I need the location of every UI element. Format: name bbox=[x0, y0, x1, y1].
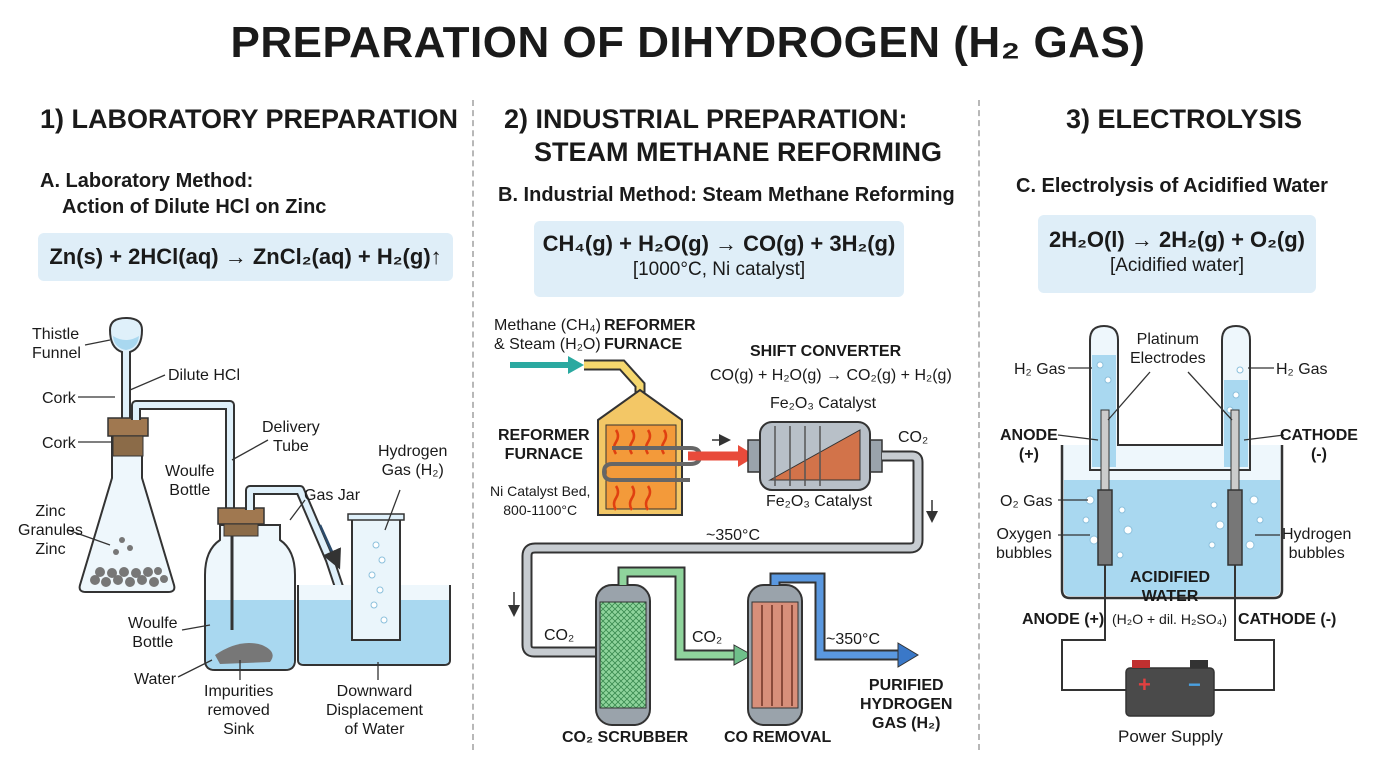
label-woulfe-bottle-2: Woulfe Bottle bbox=[128, 615, 178, 651]
cork-icon bbox=[107, 417, 149, 437]
lab-heading: 1) LABORATORY PREPARATION bbox=[40, 104, 459, 134]
section-divider-1 bbox=[472, 100, 474, 750]
label-anode-bottom: ANODE (+) bbox=[1022, 611, 1105, 628]
label-co-removal: CO REMOVAL bbox=[724, 729, 832, 746]
label-cathode: CATHODE (-) bbox=[1280, 427, 1358, 463]
label-water: Water bbox=[134, 671, 177, 688]
label-temp-1: ~350°C bbox=[706, 527, 760, 544]
industrial-equation: CH₄(g) + H₂O(g) → CO(g) + 3H₂(g) bbox=[542, 231, 896, 256]
lab-method-line1: A. Laboratory Method: bbox=[40, 170, 254, 192]
label-purified-hydrogen: PURIFIED HYDROGEN GAS (H₂) bbox=[860, 677, 953, 732]
label-reformer-furnace-top: REFORMER FURNACE bbox=[604, 317, 696, 353]
label-hydrogen-gas: Hydrogen Gas (H₂) bbox=[378, 443, 448, 479]
label-co2-right: CO₂ bbox=[898, 429, 929, 446]
label-cathode-bottom: CATHODE (-) bbox=[1238, 611, 1337, 628]
label-zinc-granules: Zinc Granules Zinc bbox=[18, 503, 83, 558]
industrial-process bbox=[508, 356, 938, 726]
lab-equation: Zn(s) + 2HCl(aq) → ZnCl₂(aq) + H₂(g)↑ bbox=[49, 244, 442, 269]
electrolysis-apparatus bbox=[1057, 324, 1285, 717]
battery-plus-sign: + bbox=[1138, 672, 1151, 697]
label-fe2o3-bottom: Fe₂O₃ Catalyst bbox=[766, 493, 873, 510]
label-shift-equation: CO(g) + H₂O(g) → CO₂(g) + H₂(g) bbox=[710, 367, 952, 384]
industrial-method: B. Industrial Method: Steam Methane Refo… bbox=[498, 184, 955, 206]
label-ni-catalyst-bed: Ni Catalyst Bed, 800-1100°C bbox=[490, 483, 591, 518]
industrial-equation-box: CH₄(g) + H₂O(g) → CO(g) + 3H₂(g) [1000°C… bbox=[534, 221, 904, 297]
label-temp-2: ~350°C bbox=[826, 631, 880, 648]
section-divider-2 bbox=[978, 100, 980, 750]
industrial-heading-line1: 2) INDUSTRIAL PREPARATION: bbox=[504, 104, 908, 134]
label-shift-converter: SHIFT CONVERTER bbox=[750, 343, 902, 360]
electrolysis-heading: 3) ELECTROLYSIS bbox=[1066, 104, 1303, 134]
label-platinum-electrodes: Platinum Electrodes bbox=[1130, 331, 1206, 367]
label-power-supply: Power Supply bbox=[1118, 727, 1223, 746]
label-anode: ANODE (+) bbox=[1000, 427, 1058, 463]
label-h2-gas-right: H₂ Gas bbox=[1276, 361, 1328, 378]
label-cork-2: Cork bbox=[42, 435, 76, 452]
label-h2-gas-left: H₂ Gas bbox=[1014, 361, 1066, 378]
label-o2-gas: O₂ Gas bbox=[1000, 493, 1053, 510]
label-cork-1: Cork bbox=[42, 390, 76, 407]
electrolysis-method: C. Electrolysis of Acidified Water bbox=[1016, 175, 1328, 197]
label-co2-scrubber: CO₂ SCRUBBER bbox=[562, 729, 689, 746]
label-co2-mid: CO₂ bbox=[692, 629, 723, 646]
electrolysis-equation-box: 2H₂O(l) → 2H₂(g) + O₂(g) [Acidified wate… bbox=[1038, 215, 1316, 293]
label-oxygen-bubbles: Oxygen bubbles bbox=[996, 526, 1053, 562]
label-woulfe-bottle-1: Woulfe Bottle bbox=[165, 463, 215, 499]
electrolysis-condition: [Acidified water] bbox=[1109, 255, 1245, 276]
electrolysis-equation: 2H₂O(l) → 2H₂(g) + O₂(g) bbox=[1048, 227, 1306, 252]
label-downward-displacement: Downward Displacement of Water bbox=[326, 683, 423, 738]
industrial-heading-line2: STEAM METHANE REFORMING bbox=[534, 137, 942, 167]
label-thistle-funnel: Thistle Funnel bbox=[32, 326, 81, 362]
label-methane-steam: Methane (CH₄) & Steam (H₂O) bbox=[494, 317, 602, 353]
page-title: PREPARATION OF DIHYDROGEN (H₂ GAS) bbox=[230, 18, 1146, 67]
label-reformer-furnace-left: REFORMER FURNACE bbox=[498, 427, 590, 463]
lab-equation-box: Zn(s) + 2HCl(aq) → ZnCl₂(aq) + H₂(g)↑ bbox=[38, 233, 453, 281]
label-solution: (H₂O + dil. H₂SO₄) bbox=[1112, 611, 1227, 627]
label-impurities: Impurities removed Sink bbox=[204, 683, 274, 738]
label-gas-jar: Gas Jar bbox=[304, 487, 361, 504]
label-fe2o3-top: Fe₂O₃ Catalyst bbox=[770, 395, 877, 412]
lab-method-line2: Action of Dilute HCl on Zinc bbox=[62, 196, 327, 218]
industrial-condition: [1000°C, Ni catalyst] bbox=[632, 259, 806, 280]
battery-icon bbox=[1125, 667, 1215, 717]
label-hydrogen-bubbles: Hydrogen bubbles bbox=[1282, 526, 1352, 562]
label-dilute-hcl: Dilute HCl bbox=[168, 367, 241, 384]
lab-apparatus bbox=[67, 316, 451, 680]
label-acidified-water: ACIDIFIED WATER bbox=[1130, 569, 1210, 605]
battery-minus-sign: − bbox=[1188, 672, 1201, 697]
label-co2-left: CO₂ bbox=[544, 627, 575, 644]
label-delivery-tube: Delivery Tube bbox=[262, 419, 320, 455]
